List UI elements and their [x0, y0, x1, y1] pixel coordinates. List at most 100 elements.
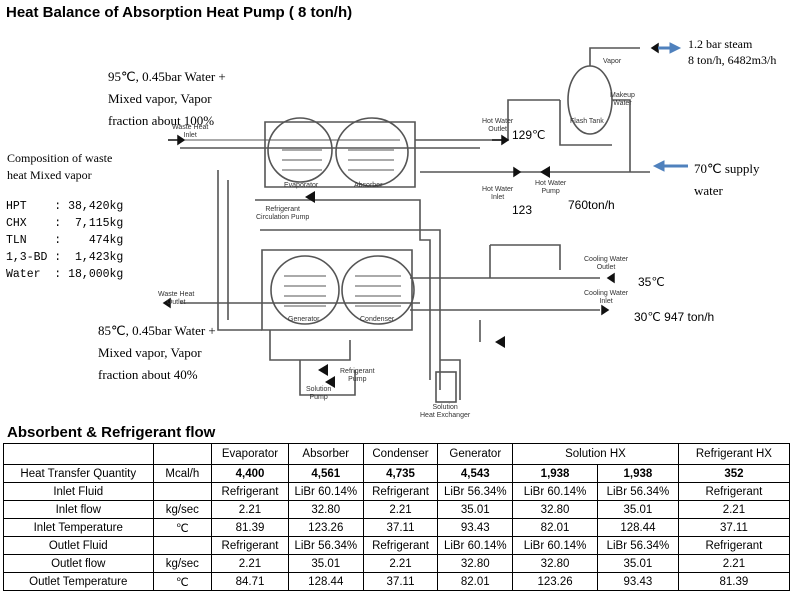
sol-pump-line-1: Solution: [306, 386, 332, 393]
evaporator-shell: [267, 117, 333, 183]
makeup-line-2: Water: [613, 100, 632, 107]
solution-hx-label: Solution Heat Exchanger: [420, 404, 470, 420]
makeup-line-1: Makeup: [610, 92, 635, 99]
composition-name: HPT :: [6, 200, 69, 213]
table-cell: 128.44: [287, 572, 364, 591]
solution-pump-icon: [325, 376, 335, 388]
row-unit: Mcal/h: [152, 464, 213, 483]
hw-inlet-line-2: Inlet: [491, 194, 505, 201]
table-cell: LiBr 60.14%: [287, 482, 364, 501]
cw-inlet-line-2: Inlet: [599, 298, 613, 305]
table-cell: 4,735: [362, 464, 439, 483]
table-cell: 4,561: [287, 464, 364, 483]
row-label: Inlet Fluid: [3, 482, 154, 501]
table-cell: 81.39: [211, 518, 289, 537]
table-cell: 37.11: [362, 518, 439, 537]
table-cell: 82.01: [437, 572, 514, 591]
hw-outlet-line-1: Hot Water: [482, 118, 514, 125]
table-cell: 35.01: [597, 554, 679, 573]
composition-item: Water : 18,000kg: [6, 266, 123, 283]
bottom-vapor-line-2: Mixed vapor, Vapor: [98, 345, 202, 360]
table-cell: 32.80: [437, 554, 514, 573]
sol-hx-line-2: Heat Exchanger: [420, 412, 471, 419]
hot-water-flow: 760ton/h: [568, 198, 615, 212]
table-cell: 93.43: [437, 518, 514, 537]
table-cell: 2.21: [211, 500, 289, 519]
hot-water-inlet-label: Hot Water Inlet: [482, 186, 513, 202]
generator-shell: [270, 255, 340, 325]
waste-inlet-line-2: Inlet: [183, 132, 197, 139]
table-cell: 37.11: [677, 518, 791, 537]
refrigerant-pump-label: Refrigerant Pump: [340, 368, 375, 384]
cw-outlet-line-2: Outlet: [596, 264, 616, 271]
table-cell: Refrigerant: [362, 482, 439, 501]
row-label: Outlet Temperature: [3, 572, 154, 591]
refrigerant-pump-icon: [318, 364, 328, 376]
supply-line-2: water: [694, 183, 723, 198]
hot-water-temp: 129℃: [512, 128, 546, 142]
sol-pump-line-2: Pump: [309, 394, 328, 401]
cooling-pump-icon: [495, 336, 505, 348]
table-cell: Refrigerant: [677, 482, 791, 501]
top-vapor-line-2: Mixed vapor, Vapor: [108, 91, 212, 106]
table-cell: 4,400: [211, 464, 289, 483]
waste-heat-outlet-label: Waste Heat Outlet: [158, 291, 194, 307]
bottom-vapor-annotation: 85℃, 0.45bar Water + Mixed vapor, Vapor …: [98, 320, 216, 386]
table-cell: 123.26: [287, 518, 364, 537]
steam-annotation: 1.2 bar steam 8 ton/h, 6482m3/h: [688, 36, 776, 68]
hot-water-outlet-label: Hot Water Outlet: [482, 118, 513, 134]
table-cell: 93.43: [597, 572, 679, 591]
composition-title-line-2: heat Mixed vapor: [7, 168, 92, 182]
table-cell: LiBr 56.34%: [287, 536, 364, 555]
top-vapor-line-1: 95℃, 0.45bar Water +: [108, 69, 226, 84]
composition-title: Composition of waste heat Mixed vapor: [7, 150, 112, 184]
cw-outlet-line-1: Cooling Water: [584, 256, 629, 263]
absorber-shell: [335, 117, 409, 187]
table-cell: LiBr 60.14%: [512, 482, 598, 501]
generator-label: Generator: [288, 316, 320, 323]
table-cell: Refrigerant: [211, 536, 289, 555]
sol-hx-line-1: Solution: [432, 404, 458, 411]
bottom-vapor-line-1: 85℃, 0.45bar Water +: [98, 323, 216, 338]
hw-pump-line-2: Pump: [541, 188, 560, 195]
header-cell: Absorber: [287, 443, 364, 465]
row-unit: [152, 482, 213, 501]
table-cell: 32.80: [512, 500, 598, 519]
top-shell: [264, 121, 416, 188]
refrigerant-circulation-pump-icon: [305, 191, 315, 203]
header-cell: Generator: [437, 443, 514, 465]
row-unit: ℃: [152, 572, 213, 591]
supply-line-1: 70℃ supply: [694, 161, 760, 176]
row-unit: [152, 536, 213, 555]
table-cell: 32.80: [287, 500, 364, 519]
condenser-shell: [341, 255, 415, 325]
composition-item: TLN : 474kg: [6, 232, 123, 249]
composition-value: 38,420kg: [68, 200, 124, 213]
table-cell: 2.21: [677, 554, 791, 573]
row-unit: kg/sec: [152, 500, 213, 519]
table-cell: 82.01: [512, 518, 598, 537]
composition-item: CHX : 7,115kg: [6, 215, 123, 232]
hw-pump-line-1: Hot Water: [535, 180, 567, 187]
row-unit: ℃: [152, 518, 213, 537]
table-cell: 1,938: [512, 464, 598, 483]
ref-circ-line-2: Circulation Pump: [256, 214, 310, 221]
table-cell: 84.71: [211, 572, 289, 591]
table-cell: 2.21: [677, 500, 791, 519]
waste-outlet-line-1: Waste Heat: [158, 291, 195, 298]
bottom-vapor-line-3: fraction about 40%: [98, 367, 198, 382]
vapor-label: Vapor: [603, 58, 622, 65]
row-unit: kg/sec: [152, 554, 213, 573]
header-cell: Evaporator: [211, 443, 289, 465]
waste-outlet-line-2: Outlet: [166, 299, 186, 306]
header-cell: Refrigerant HX: [677, 443, 791, 465]
composition-name: Water :: [6, 268, 69, 281]
table-cell: LiBr 56.34%: [597, 482, 679, 501]
refrigerant-circulation-pump-label: Refrigerant Circulation Pump: [256, 206, 309, 222]
